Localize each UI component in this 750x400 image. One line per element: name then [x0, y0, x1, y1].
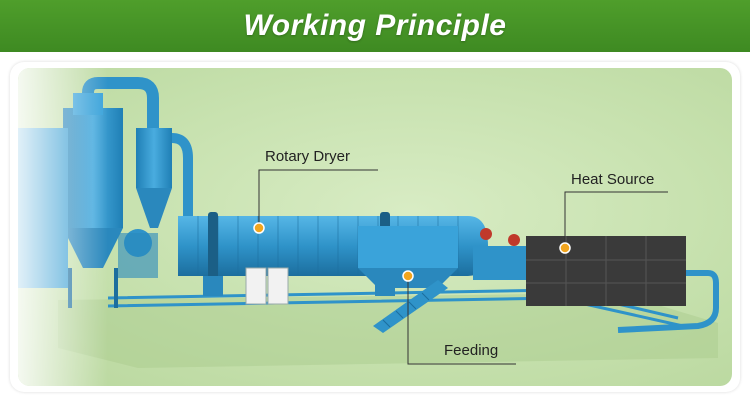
label-heat-source: Heat Source	[571, 171, 655, 188]
rotary-dryer-plant-illustration	[18, 68, 719, 386]
equipment-scene: Rotary Dryer Heat Source Feeding	[18, 68, 732, 386]
label-feeding: Feeding	[444, 342, 499, 359]
page-title: Working Principle	[243, 9, 507, 42]
label-rotary-dryer: Rotary Dryer	[265, 148, 351, 165]
header-banner	[0, 0, 750, 52]
